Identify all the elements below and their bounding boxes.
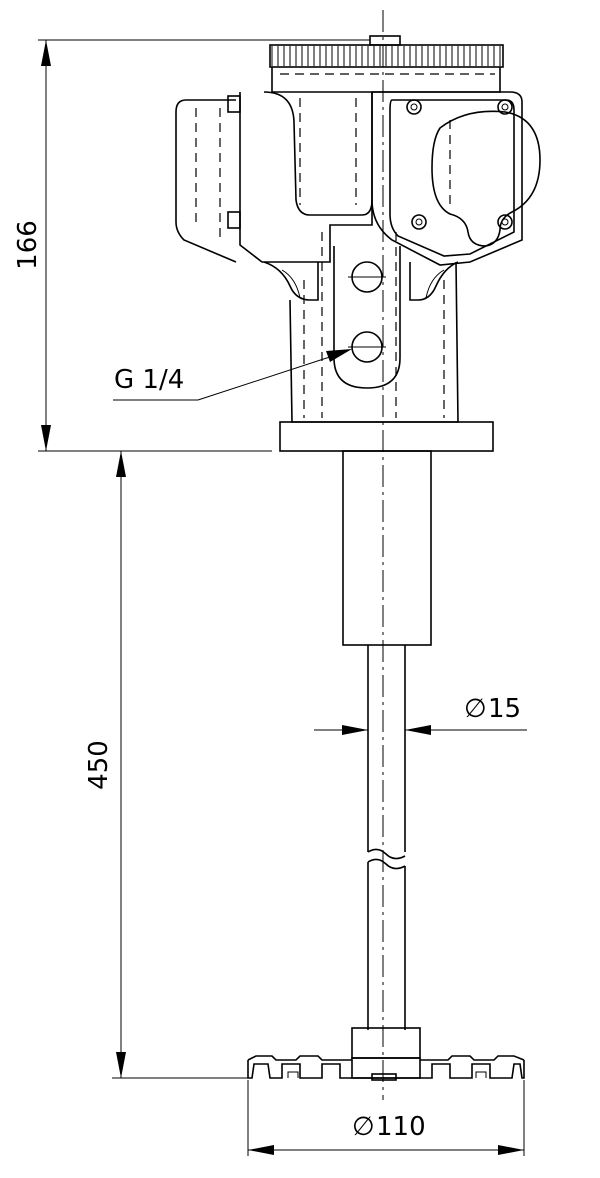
port-lower	[348, 331, 386, 363]
connector-cap	[431, 110, 541, 247]
callout-port-thread: G 1/4	[113, 349, 352, 401]
knurl-pattern	[271, 46, 501, 66]
rod-diameter-symbol: ∅	[464, 694, 487, 724]
dimension-rod-diameter: ∅ 15	[314, 694, 527, 735]
upper-sleeve	[342, 450, 432, 646]
disc-diameter-symbol: ∅	[352, 1112, 375, 1142]
disc-diameter-label: 110	[376, 1112, 426, 1142]
housing-height-label: 166	[13, 220, 43, 270]
housing-head	[175, 35, 541, 301]
port-thread-label: G 1/4	[114, 365, 184, 395]
rod-diameter-label: 15	[488, 694, 521, 724]
probe-length-label: 450	[84, 740, 114, 790]
screw-bottom-left	[411, 214, 427, 230]
mounting-flange	[279, 421, 494, 452]
dimension-probe-length: 450	[84, 451, 250, 1079]
screw-top-right	[497, 99, 513, 115]
dimension-housing-height: 166	[13, 39, 370, 452]
dimension-disc-diameter: ∅ 110	[247, 1080, 525, 1156]
screw-top-left	[406, 99, 422, 115]
probe-rod	[367, 645, 406, 1030]
bottom-disc	[247, 1027, 525, 1081]
port-upper	[348, 261, 386, 293]
